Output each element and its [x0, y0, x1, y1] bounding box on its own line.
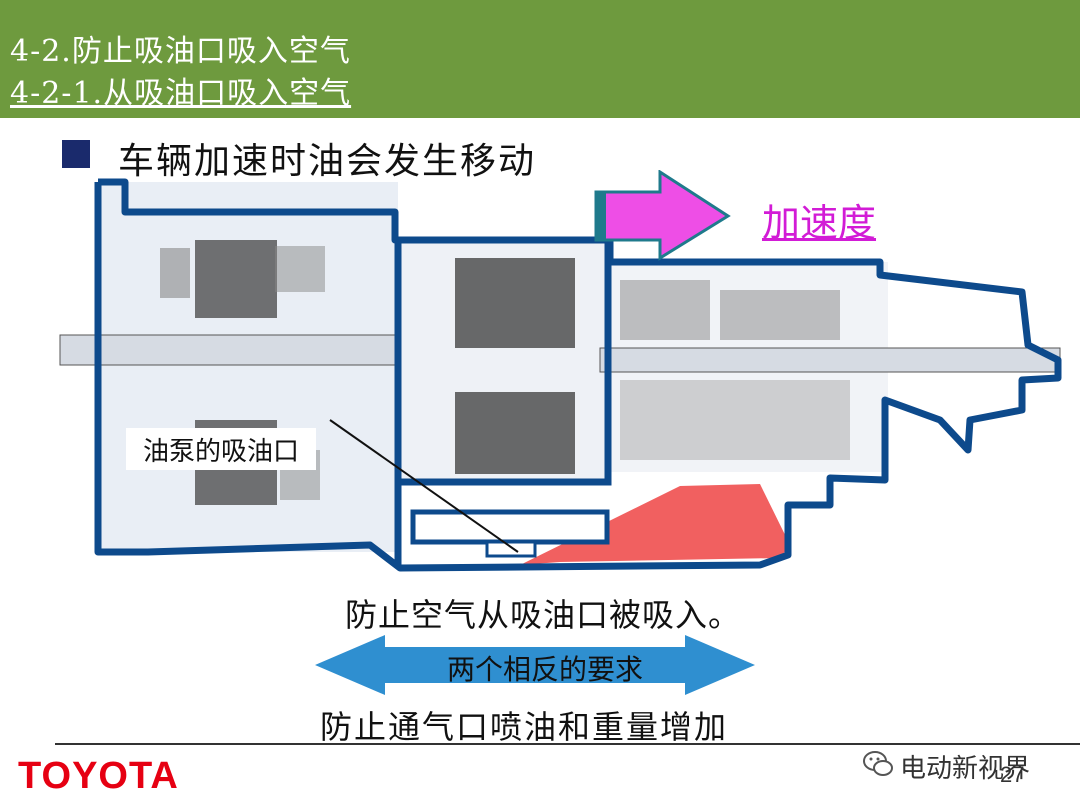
- acceleration-arrow: [594, 170, 731, 261]
- source-label: 电动新视界: [900, 754, 1031, 784]
- section-outline: [394, 236, 612, 486]
- requirement-two: 防止通气口喷油和重量增加: [320, 708, 729, 746]
- page-number: 27: [1000, 762, 1025, 787]
- pump-inlet-label: 油泵的吸油口: [126, 428, 316, 470]
- requirement-one: 防止空气从吸油口被吸入。: [345, 596, 742, 634]
- gear-set: [720, 290, 840, 340]
- gear-set: [620, 280, 710, 340]
- hatched-part: [160, 248, 190, 298]
- hatched-part: [275, 246, 325, 292]
- section-title: 4-2.防止吸油口吸入空气: [10, 34, 351, 69]
- output-shaft: [599, 347, 1061, 373]
- gear-set: [620, 380, 850, 460]
- subsection-title: 4-2-1.从吸油口吸入空气: [10, 76, 352, 111]
- clutch-pack: [455, 258, 575, 348]
- clutch-pack: [195, 240, 277, 318]
- clutch-pack: [455, 392, 575, 474]
- footer-divider: [55, 743, 1080, 745]
- title-bar: 4-2.防止吸油口吸入空气 4-2-1.从吸油口吸入空气: [0, 0, 1080, 118]
- wechat-icon: [863, 751, 893, 776]
- bullet-heading: 车辆加速时油会发生移动: [118, 141, 537, 182]
- transmission-diagram: [59, 170, 1062, 572]
- bullet-square-icon: [62, 140, 90, 168]
- pump-inlet: [485, 540, 537, 558]
- acceleration-arrow-tail: [596, 192, 606, 240]
- conflicting-requirements-label: 两个相反的要求: [446, 653, 643, 686]
- leader-line: [329, 419, 519, 553]
- input-shaft: [59, 334, 401, 366]
- toyota-logo: TOYOTA: [18, 755, 179, 797]
- oil-region: [520, 484, 790, 565]
- double-arrow-icon: [315, 635, 755, 695]
- acceleration-label: 加速度: [762, 201, 877, 245]
- oil-strainer: [410, 509, 610, 545]
